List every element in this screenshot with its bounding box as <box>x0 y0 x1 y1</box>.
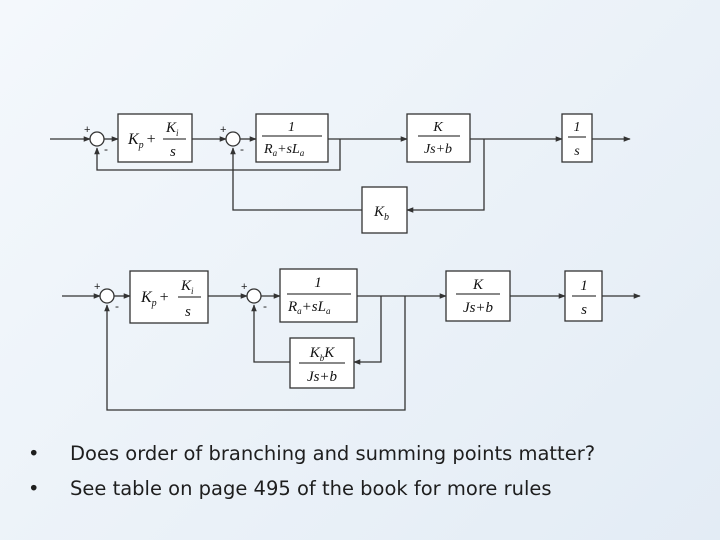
bottom-mechanical-block: K Js+b <box>445 270 511 322</box>
svg-text:Js+b: Js+b <box>424 142 452 157</box>
bullet-marker: • <box>28 477 40 500</box>
bottom-feedback-block: KbK Js+b <box>289 337 355 389</box>
bottom-inner-return-path <box>251 304 290 363</box>
bullet-item: • Does order of branching and summing po… <box>28 436 595 471</box>
svg-text:s: s <box>185 304 191 320</box>
top-integrator-block: 1 s <box>561 113 593 163</box>
svg-text:+: + <box>220 124 226 136</box>
svg-text:Ki: Ki <box>180 278 194 296</box>
bullet-list: • Does order of branching and summing po… <box>28 436 595 506</box>
svg-text:1: 1 <box>574 120 581 135</box>
top-block-diagram: + - + - Kp+ Ki s 1 Ra+sLa K Js+b <box>50 113 631 234</box>
svg-text:Kp+: Kp+ <box>127 131 156 151</box>
svg-text:K: K <box>432 120 443 135</box>
bullet-marker: • <box>28 442 40 465</box>
bottom-outer-feedback-path <box>104 296 406 411</box>
bottom-block-diagram: + - + - Kp+ Ki s 1 Ra+sLa K Js+b <box>62 268 641 411</box>
bottom-armature-block: 1 Ra+sLa <box>279 268 358 323</box>
svg-text:+: + <box>241 281 247 293</box>
bottom-inner-branch-path <box>353 296 382 365</box>
svg-text:Js+b: Js+b <box>463 300 494 316</box>
svg-text:+: + <box>94 281 100 293</box>
svg-text:Ra+sLa: Ra+sLa <box>263 142 305 158</box>
svg-text:1: 1 <box>288 120 295 135</box>
top-velocity-branch-path <box>406 139 485 213</box>
svg-text:Kb: Kb <box>373 204 389 223</box>
top-back-emf-block: Kb <box>361 186 408 234</box>
svg-text:Ra+sLa: Ra+sLa <box>287 299 331 316</box>
top-outer-feedback-path <box>94 139 341 171</box>
top-armature-block: 1 Ra+sLa <box>255 113 329 163</box>
top-summing-junction-2: + - <box>220 124 244 156</box>
bottom-summing-junction-1: + - <box>94 281 119 313</box>
svg-text:KbK: KbK <box>309 345 336 363</box>
bottom-pi-controller-block: Kp+ Ki s <box>129 270 209 324</box>
svg-text:s: s <box>581 302 587 318</box>
svg-text:-: - <box>115 299 119 313</box>
svg-text:K: K <box>472 277 484 293</box>
top-mechanical-block: K Js+b <box>406 113 471 163</box>
svg-text:-: - <box>263 299 267 313</box>
svg-text:+: + <box>84 124 90 136</box>
bullet-text: See table on page 495 of the book for mo… <box>70 477 552 500</box>
top-pi-controller-block: Kp+ Ki s <box>117 113 193 163</box>
svg-text:Ki: Ki <box>165 120 179 138</box>
svg-text:1: 1 <box>580 278 588 294</box>
top-summing-junction-1: + - <box>84 124 108 156</box>
block-diagram-canvas: + - + - Kp+ Ki s 1 Ra+sLa K Js+b <box>50 113 641 411</box>
svg-text:Js+b: Js+b <box>307 369 338 385</box>
svg-text:s: s <box>170 144 176 160</box>
bullet-item: • See table on page 495 of the book for … <box>28 471 595 506</box>
svg-text:-: - <box>240 142 244 156</box>
svg-text:1: 1 <box>314 275 322 291</box>
svg-text:s: s <box>574 144 580 159</box>
bottom-integrator-block: 1 s <box>564 270 603 322</box>
top-back-emf-return-path <box>230 147 362 211</box>
svg-text:-: - <box>104 142 108 156</box>
svg-text:Kp+: Kp+ <box>140 289 169 309</box>
bottom-summing-junction-2: + - <box>241 281 267 313</box>
bullet-text: Does order of branching and summing poin… <box>70 442 596 465</box>
